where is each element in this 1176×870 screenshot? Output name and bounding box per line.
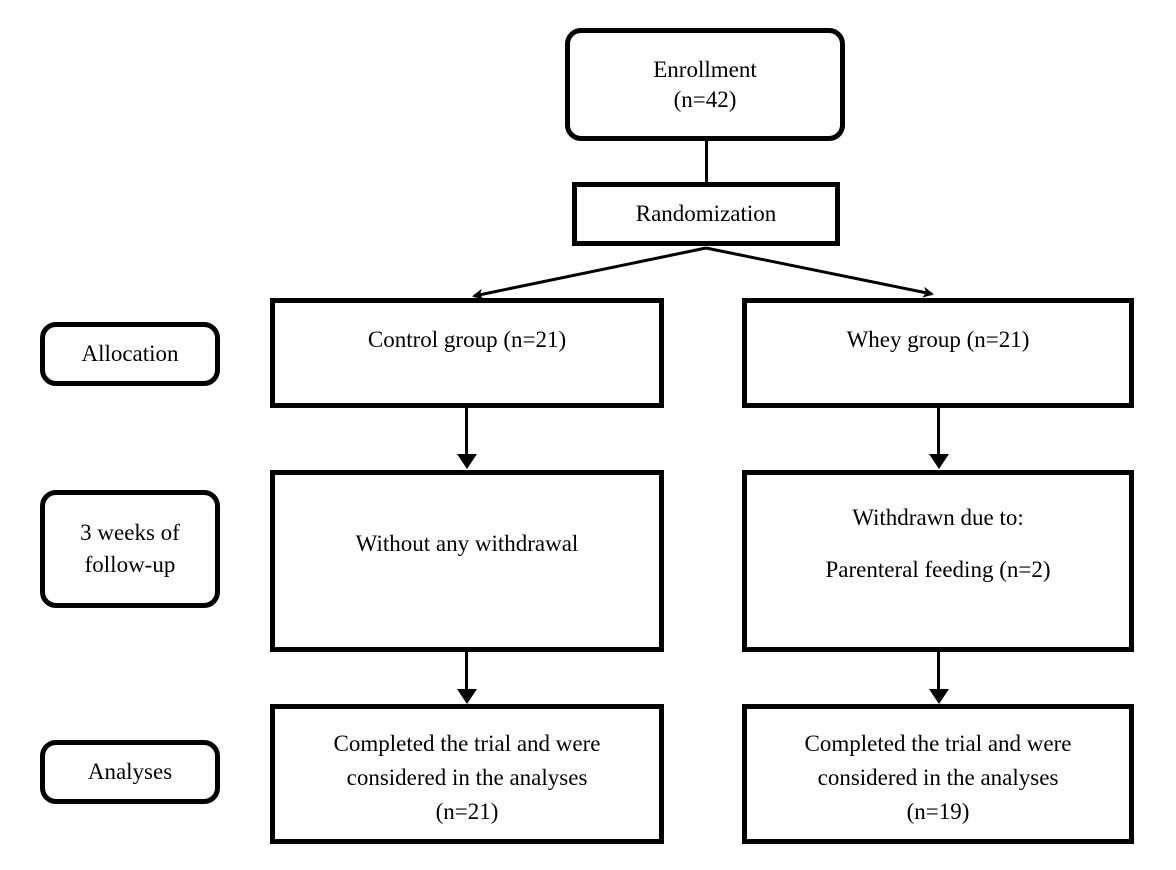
node-control-allocation-text: Control group (n=21) bbox=[367, 327, 567, 352]
stage-label-analyses: Analyses bbox=[40, 740, 220, 804]
arrowhead-whey-followup-analyses bbox=[929, 689, 949, 704]
stage-label-analyses-text: Analyses bbox=[87, 759, 173, 784]
stage-label-allocation: Allocation bbox=[40, 322, 220, 386]
node-whey-followup: Withdrawn due to: Parenteral feeding (n=… bbox=[742, 470, 1134, 652]
connector-whey-followup-analyses bbox=[937, 650, 940, 692]
node-whey-allocation: Whey group (n=21) bbox=[742, 298, 1134, 408]
connector-enrollment-randomization bbox=[705, 140, 708, 182]
node-control-analyses: Completed the trial and were considered … bbox=[270, 704, 664, 844]
stage-label-allocation-text: Allocation bbox=[81, 341, 179, 366]
connector-control-allocation-followup bbox=[465, 406, 468, 458]
connector-whey-allocation-followup bbox=[937, 406, 940, 458]
stage-label-follow-up-text: 3 weeks of follow-up bbox=[80, 520, 180, 577]
node-whey-allocation-text: Whey group (n=21) bbox=[846, 327, 1030, 352]
arrowhead-control-followup-analyses bbox=[457, 689, 477, 704]
node-whey-analyses: Completed the trial and were considered … bbox=[742, 704, 1134, 844]
arrowhead-whey-allocation-followup bbox=[929, 454, 949, 469]
node-whey-followup-text: Withdrawn due to: Parenteral feeding (n=… bbox=[825, 505, 1051, 582]
node-enrollment: Enrollment (n=42) bbox=[565, 28, 845, 141]
node-whey-analyses-text: Completed the trial and were considered … bbox=[804, 731, 1072, 824]
node-randomization: Randomization bbox=[572, 182, 840, 246]
stage-label-follow-up: 3 weeks of follow-up bbox=[40, 490, 220, 608]
connector-control-followup-analyses bbox=[465, 650, 468, 692]
node-control-allocation: Control group (n=21) bbox=[270, 298, 664, 408]
node-control-followup-text: Without any withdrawal bbox=[355, 531, 579, 556]
node-enrollment-text: Enrollment (n=42) bbox=[653, 56, 757, 112]
arrowhead-control-allocation-followup bbox=[457, 454, 477, 469]
node-randomization-text: Randomization bbox=[635, 201, 777, 226]
node-control-analyses-text: Completed the trial and were considered … bbox=[333, 731, 601, 824]
node-control-followup: Without any withdrawal bbox=[270, 470, 664, 652]
